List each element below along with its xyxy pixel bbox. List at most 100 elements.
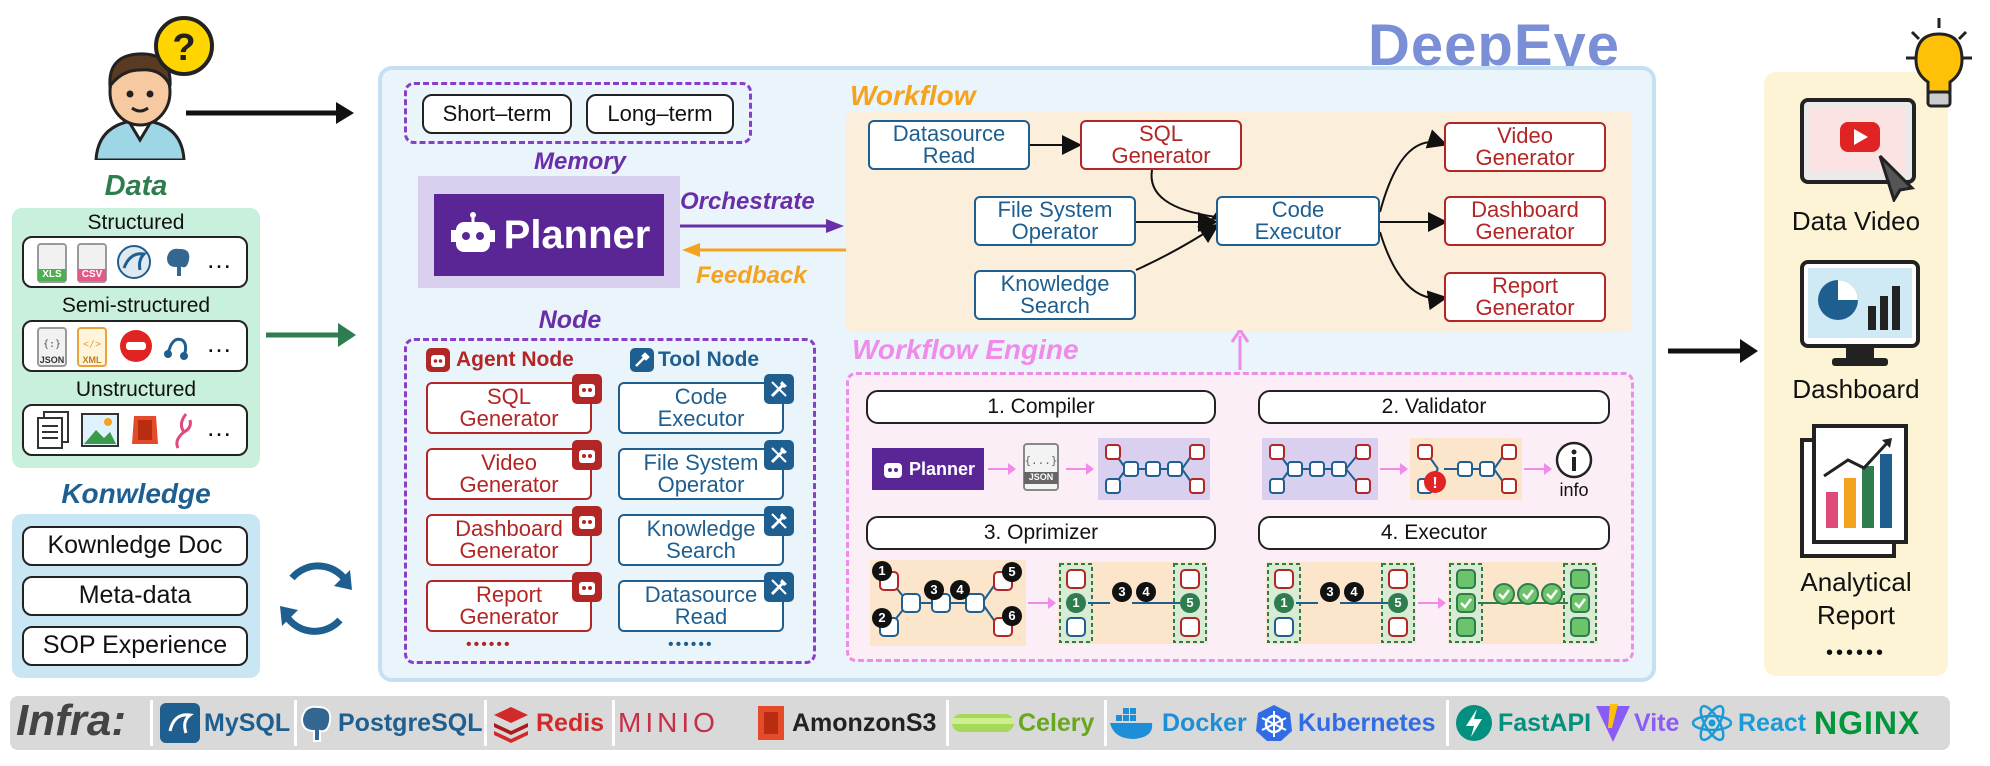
opt-step-1: 1 [872,561,892,581]
graph-link-icon [162,328,198,364]
tool-datasource-read: Datasource Read [618,580,784,632]
infra-separator [1104,700,1107,746]
question-mark-icon: ? [152,14,216,78]
opt-step-3: 3 [924,580,944,600]
opt-step-4: 4 [950,580,970,600]
compiler-stage: 1. Compiler [866,390,1216,424]
output-data-video-label: Data Video [1791,206,1921,236]
compiled-graph [1098,438,1210,500]
postgresql-icon [296,703,336,743]
output-dashboard-label: Dashboard [1792,374,1920,404]
tool-wrench-icon [764,374,794,404]
sync-cycle-icon [266,548,366,648]
kubernetes-wheel-icon [1254,703,1294,743]
node-title: Node [538,306,602,334]
docker-whale-icon [1108,703,1158,743]
planner-label: Planner [503,212,651,257]
infra-separator [946,700,949,746]
node-group [404,338,816,664]
tool-wrench-icon [764,572,794,602]
lightbulb-icon [1904,16,1974,116]
infra-vite: Vite [1594,700,1679,746]
data-video-icon [1796,92,1924,204]
xml-file-icon: </> XML [76,326,108,368]
optimizer-stage: 3. Oprimizer [866,516,1216,550]
workflow-edges [1028,129,1448,311]
long-term-memory: Long–term [586,94,734,134]
tool-code-executor: Code Executor [618,382,784,434]
agent-robot-icon [572,374,602,404]
infra-mysql-label: MySQL [204,708,291,737]
infra-vite-label: Vite [1634,708,1680,737]
agent-video-generator: Video Generator [426,448,592,500]
user-avatar-icon [88,28,198,162]
executor-arrow [1418,594,1448,612]
agent-sql-generator: SQL Generator [426,382,592,434]
wf-dashboard-generator: Dashboard Generator [1444,196,1606,246]
infra-minio: MINIO [618,700,719,746]
data-to-deepeye-arrow [266,320,358,350]
analytical-report-icon [1798,420,1918,560]
svg-text:{:}: {:} [43,339,61,350]
opt-step-5: 5 [1002,562,1022,582]
react-atom-icon [1690,703,1734,743]
info-icon [1554,440,1594,480]
infra-celery-label: Celery [1018,708,1095,737]
infra-mysql: MySQL [160,700,290,746]
validator-input-graph [1262,438,1378,500]
feedback-arrow [680,240,846,260]
infra-label: Infra: [16,696,126,745]
unstructured-more: … [206,412,232,442]
user-to-deepeye-arrow [186,98,356,128]
agent-node-title: Agent Node [456,348,574,371]
json-doc-tag: JSON [1028,472,1054,482]
validator-arrow [1524,460,1554,478]
structured-more: … [206,244,232,274]
infra-fastapi-label: FastAPI [1498,708,1592,737]
infra-celery: Celery [950,700,1094,746]
infra-postgresql: PostgreSQL [296,700,482,746]
opt-out-step-4: 4 [1136,582,1156,602]
csv-file-icon: CSV [76,242,108,284]
s3-bucket-icon [128,410,162,450]
output-more-dots: •••••• [1825,642,1886,664]
semi-structured-more: … [206,328,232,358]
structured-label: Structured [87,211,185,234]
wf-code-executor: Code Executor [1216,196,1380,246]
infra-amazon-s3: AmonzonS3 [754,700,936,746]
exec-step-3: 3 [1320,582,1340,602]
tool-node-wrench-icon [630,348,654,372]
optimizer-input-graph [870,560,1026,646]
agent-dashboard-generator: Dashboard Generator [426,514,592,566]
infra-react-label: React [1738,708,1807,737]
sop-experience: SOP Experience [22,626,248,666]
redis-icon [490,703,532,743]
feedback-label: Feedback [696,262,807,289]
infra-fastapi: FastAPI [1454,700,1591,746]
planner-small: Planner [872,448,984,490]
agent-robot-icon [572,506,602,536]
fastapi-bolt-icon [1454,703,1494,743]
wf-knowledge-search: Knowledge Search [974,270,1136,320]
executor-stage: 4. Executor [1258,516,1610,550]
deepeye-to-output-arrow [1668,336,1760,366]
wf-report-generator: Report Generator [1444,272,1606,322]
tool-node-title: Tool Node [658,348,760,371]
tool-more-dots: •••••• [668,636,714,653]
opt-step-6: 6 [1002,606,1022,626]
workflow-engine-title: Workflow Engine [852,334,1079,365]
knowledge-doc: Kownledge Doc [22,526,248,566]
infra-amazon-s3-label: AmonzonS3 [792,708,937,737]
tool-knowledge-search: Knowledge Search [618,514,784,566]
image-icon [80,410,120,450]
knowledge-title: Konwledge [61,478,211,509]
opt-out-step-3: 3 [1112,582,1132,602]
tool-wrench-icon [764,506,794,536]
infra-separator [484,700,487,746]
svg-text:?: ? [172,27,195,69]
infra-minio-label: MINIO [618,707,719,738]
tool-wrench-icon [764,440,794,470]
agent-more-dots: •••••• [466,636,512,653]
infra-docker: Docker [1108,700,1247,746]
dashboard-icon [1796,256,1924,372]
